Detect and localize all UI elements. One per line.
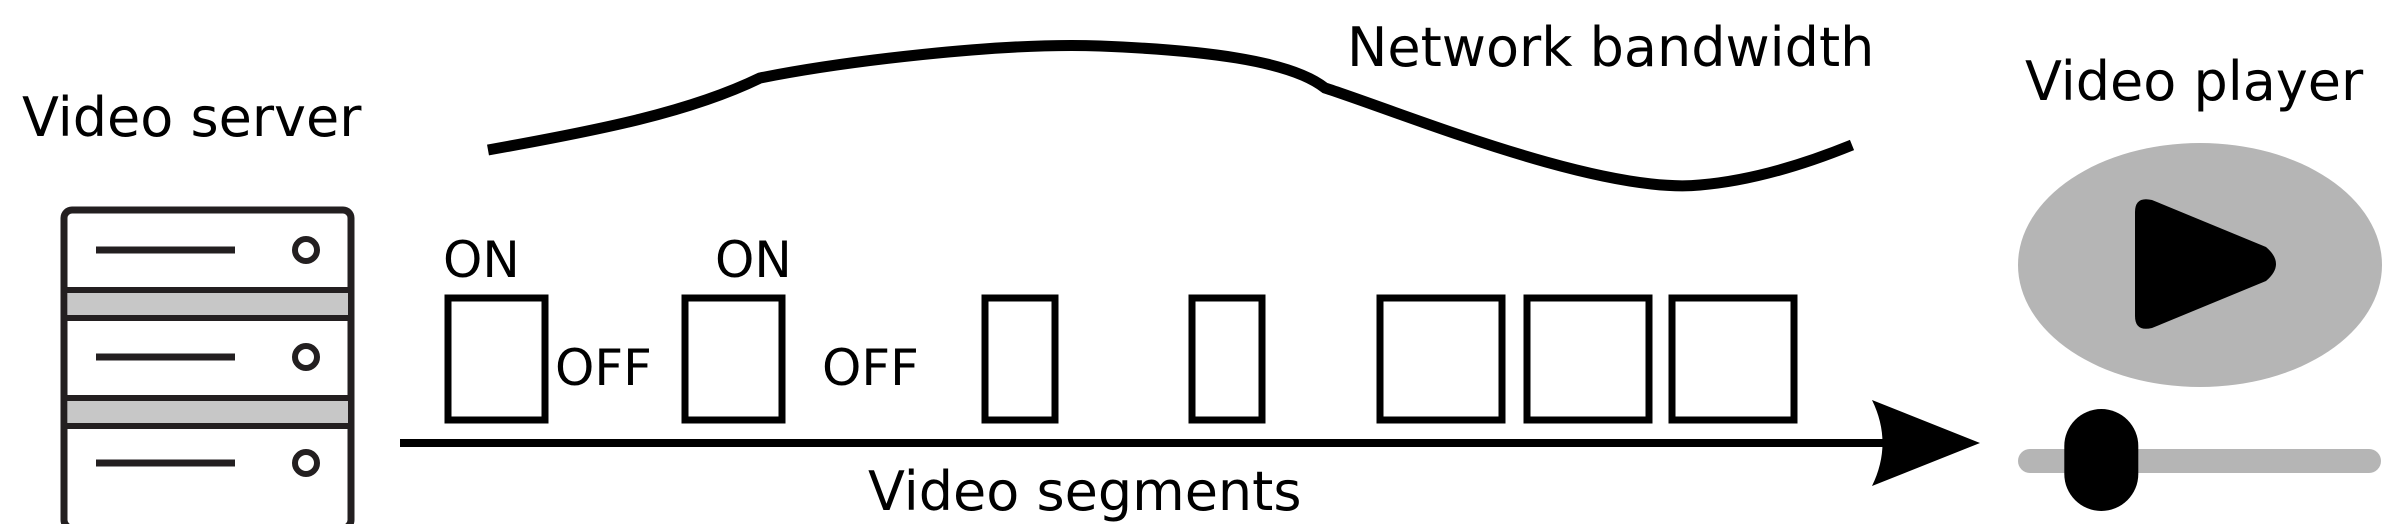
arrow-right-icon xyxy=(1872,400,1980,486)
segments-label: Video segments xyxy=(868,460,1301,523)
state-label-on: ON xyxy=(443,231,520,289)
network-label: Network bandwidth xyxy=(1347,16,1874,79)
video-segment xyxy=(981,294,1059,424)
play-icon[interactable] xyxy=(2135,199,2276,329)
state-label-off: OFF xyxy=(822,339,919,397)
video-segment xyxy=(444,294,549,424)
bandwidth-curve xyxy=(487,40,1855,192)
player-label: Video player xyxy=(2025,50,2364,113)
playback-scrubber-handle[interactable] xyxy=(2064,409,2139,511)
segment-group xyxy=(444,294,1798,424)
video-segment xyxy=(681,294,786,424)
server-rack-icon xyxy=(60,206,355,524)
server-label: Video server xyxy=(22,86,362,149)
video-segment xyxy=(1188,294,1266,424)
state-label-on: ON xyxy=(715,231,792,289)
state-label-off: OFF xyxy=(555,339,652,397)
video-segment xyxy=(1376,294,1506,424)
video-segment xyxy=(1523,294,1653,424)
video-segment xyxy=(1668,294,1798,424)
